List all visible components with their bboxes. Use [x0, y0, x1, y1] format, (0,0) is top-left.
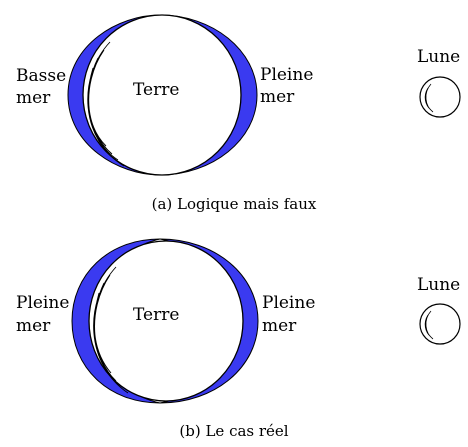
left-label-line1: Basse	[16, 66, 67, 86]
tide-diagram-b	[71, 238, 461, 404]
earth-shading	[93, 266, 129, 394]
earth-shading	[87, 41, 125, 167]
right-label-line1: Pleine	[260, 65, 314, 85]
tide-diagram-a	[67, 14, 461, 176]
earth-label: Terre	[133, 305, 180, 325]
earth-circle	[88, 240, 244, 402]
left-label-line2: mer	[16, 316, 51, 336]
moon-circle	[419, 76, 461, 118]
figure-caption-b: (b) Le cas réel	[179, 422, 289, 440]
left-label-line2: mer	[16, 88, 51, 108]
moon-shading	[424, 310, 434, 340]
figure-b: Pleine mer Terre Pleine mer Lune (b) Le …	[0, 223, 468, 447]
earth-label: Terre	[133, 80, 180, 100]
right-label-line2: mer	[260, 87, 295, 107]
right-label-line1: Pleine	[262, 293, 316, 313]
moon-circle	[419, 303, 461, 345]
moon-label: Lune	[417, 47, 461, 67]
figure-caption-a: (a) Logique mais faux	[151, 195, 317, 213]
right-label-line2: mer	[262, 316, 297, 336]
left-label-line1: Pleine	[16, 293, 70, 313]
figure-a: Basse mer Terre Pleine mer Lune (a) Logi…	[0, 0, 468, 223]
moon-shading	[424, 83, 434, 113]
moon-label: Lune	[417, 275, 461, 295]
earth-circle	[82, 14, 242, 176]
